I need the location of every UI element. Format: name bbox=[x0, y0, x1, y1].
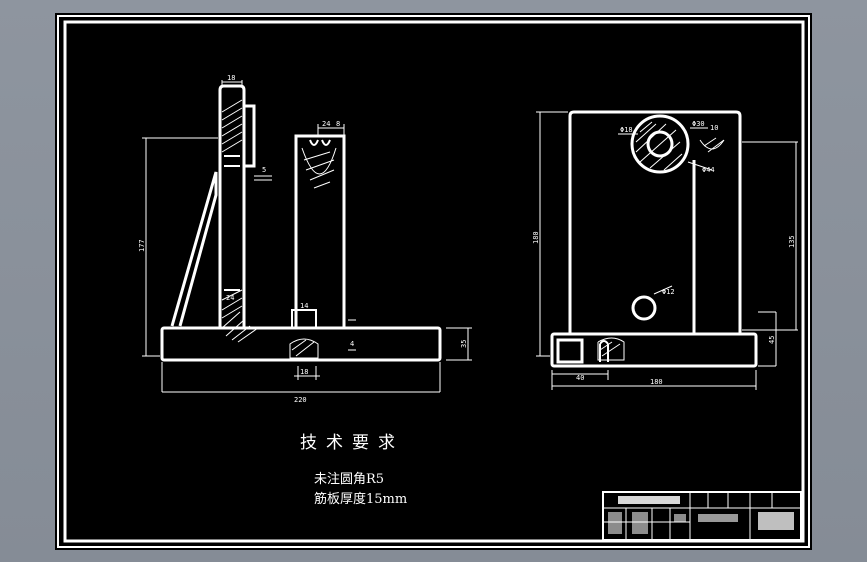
title-block-frame bbox=[602, 491, 802, 541]
side-small-hole bbox=[631, 295, 657, 321]
dim-text: 35 bbox=[460, 340, 468, 348]
front-tower-notch bbox=[309, 139, 331, 146]
front-base-pocket bbox=[291, 309, 317, 329]
outer-border bbox=[57, 15, 810, 548]
side-base-slot bbox=[599, 340, 609, 362]
note-rib-thickness: 筋板厚度15mm bbox=[314, 492, 408, 507]
side-boss-outer bbox=[630, 114, 690, 174]
dim-text: 180 bbox=[650, 378, 663, 386]
front-dimension-labels: 18 24 8 5 177 24 14 4 18 35 220 bbox=[138, 74, 468, 404]
side-boss-inner bbox=[646, 130, 674, 158]
dim-text: 24 bbox=[322, 120, 330, 128]
side-hatches bbox=[597, 121, 725, 361]
title-block-text bbox=[608, 496, 794, 534]
dim-text: 14 bbox=[300, 302, 308, 310]
dim-text: Φ44 bbox=[702, 166, 715, 174]
hatch-wall-top bbox=[221, 99, 243, 153]
dim-text: 24 bbox=[226, 294, 234, 302]
front-right-tower bbox=[294, 134, 346, 330]
hatch-base-slot bbox=[289, 338, 319, 359]
dim-text: 18 bbox=[300, 368, 308, 376]
dim-text: Φ12 bbox=[662, 288, 675, 296]
dim-text: 10 bbox=[710, 124, 718, 132]
title-block-cell-fill bbox=[698, 514, 738, 522]
front-rib bbox=[170, 171, 218, 327]
side-tower bbox=[568, 110, 742, 334]
title-block-cell-fill bbox=[674, 514, 686, 522]
dim-text: Φ30 bbox=[692, 120, 705, 128]
side-view bbox=[550, 110, 758, 368]
dim-text: 18 bbox=[227, 74, 235, 82]
front-top-slot bbox=[242, 104, 256, 168]
side-dimension-labels: Φ18 Φ30 10 Φ44 Φ12 180 135 40 180 45 bbox=[532, 120, 796, 386]
dim-text: 5 bbox=[262, 166, 266, 174]
note-fillet: 未注圆角R5 bbox=[314, 472, 385, 487]
title-block-cell-fill bbox=[608, 512, 622, 534]
inner-border bbox=[63, 20, 805, 543]
dim-text: 177 bbox=[138, 239, 146, 252]
hatch-base-slot bbox=[597, 337, 625, 361]
front-view bbox=[160, 84, 442, 362]
hatch-boss bbox=[635, 121, 683, 171]
hatch-tower bbox=[301, 147, 337, 189]
technical-requirements-title: 技术要求 bbox=[300, 433, 404, 453]
front-vertical-wall bbox=[218, 84, 246, 328]
side-base-pocket bbox=[556, 338, 584, 364]
side-dimension-lines bbox=[536, 111, 798, 390]
title-block-cell-fill bbox=[632, 512, 648, 534]
dim-text: Φ18 bbox=[620, 126, 633, 134]
dim-text: 4 bbox=[350, 340, 354, 348]
side-base-plate bbox=[550, 332, 758, 368]
hatch-wall-lower bbox=[221, 289, 243, 319]
title-block-cell-fill bbox=[758, 512, 794, 530]
front-slot-lines bbox=[224, 155, 240, 291]
dim-text: 40 bbox=[576, 374, 584, 382]
hatch-right-notch bbox=[699, 137, 725, 153]
dim-text: 45 bbox=[768, 336, 776, 344]
drawing-sheet bbox=[55, 13, 812, 550]
title-block-cell-fill bbox=[618, 496, 680, 504]
dim-text: 8 bbox=[336, 120, 340, 128]
front-hatches bbox=[221, 99, 337, 359]
dim-text: 180 bbox=[532, 231, 540, 244]
hatch-corner bbox=[221, 311, 259, 343]
front-dimension-lines bbox=[142, 80, 472, 393]
dim-text: 220 bbox=[294, 396, 307, 404]
dim-text: 135 bbox=[788, 235, 796, 248]
